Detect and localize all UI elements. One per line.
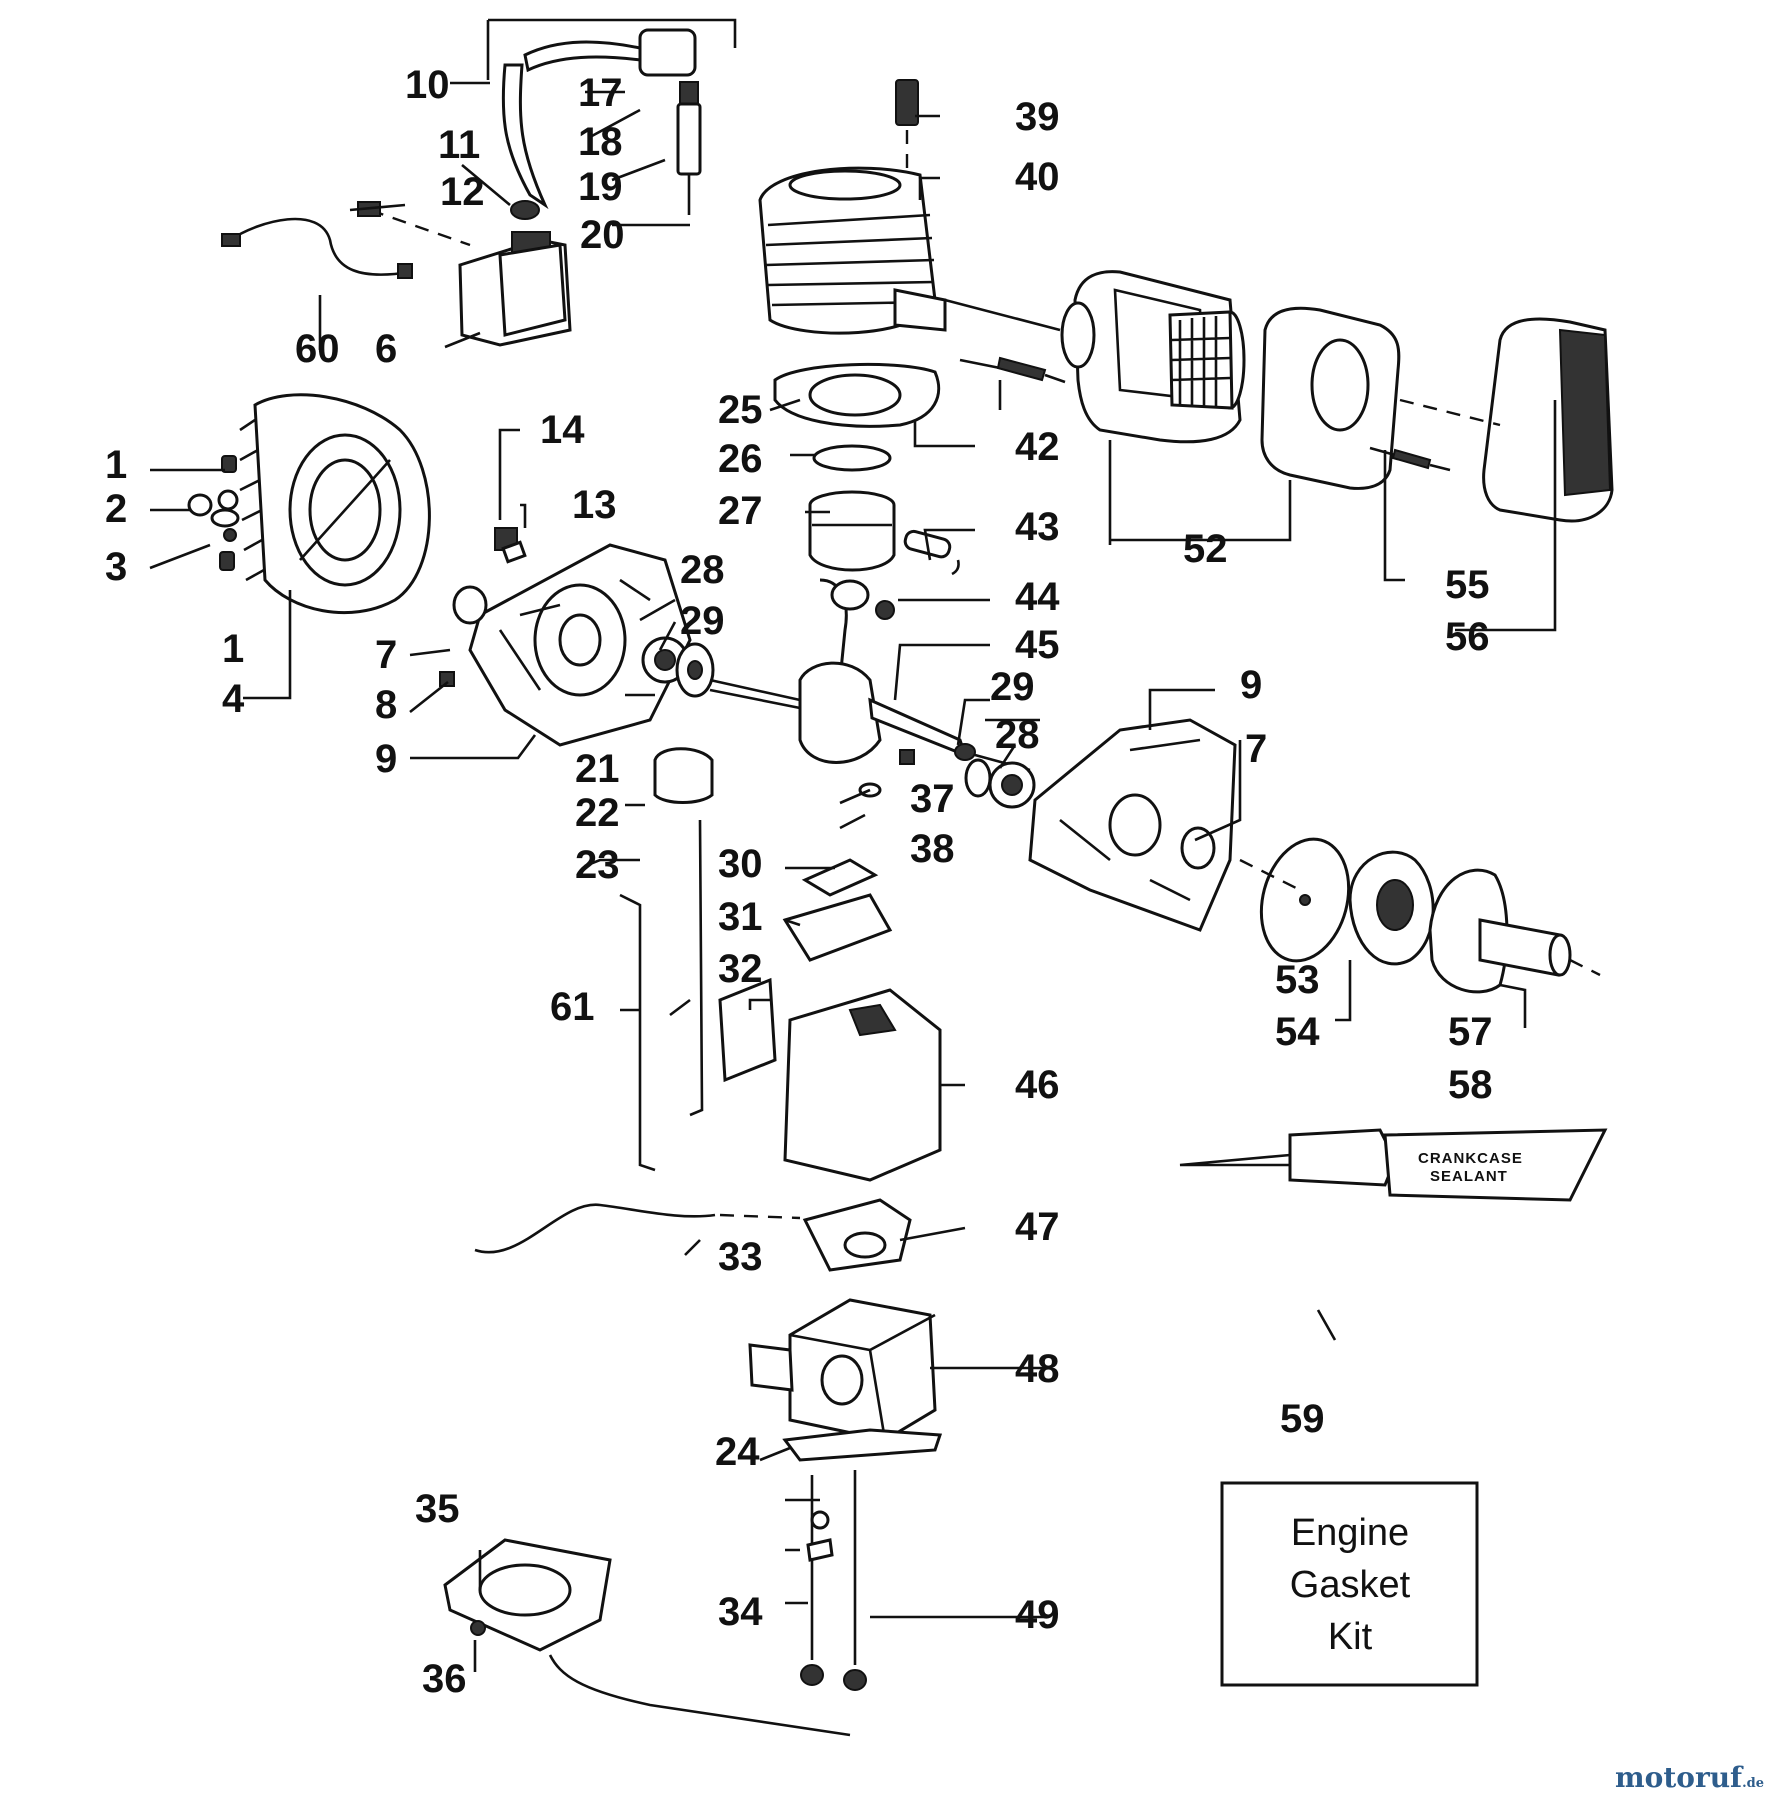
label-54: 54	[1275, 1010, 1320, 1054]
label-33: 33	[718, 1235, 763, 1279]
small-fasteners-left	[187, 455, 240, 571]
label-25: 25	[718, 388, 763, 432]
crankshaft	[709, 578, 1031, 772]
label-19: 19	[578, 165, 623, 209]
label-30: 30	[718, 842, 763, 886]
kit-label-line1: Engine	[1291, 1512, 1409, 1554]
tube-label-line2: SEALANT	[1430, 1168, 1508, 1185]
label-17: 17	[578, 71, 623, 115]
label-48: 48	[1015, 1347, 1060, 1391]
label-61: 61	[550, 985, 595, 1029]
bearings-left	[641, 636, 715, 698]
springs	[959, 356, 1451, 472]
label-45: 45	[1015, 623, 1060, 667]
carburetor	[748, 1298, 943, 1691]
cylinder	[758, 79, 1061, 335]
label-24: 24	[715, 1430, 760, 1474]
label-40: 40	[1015, 155, 1060, 199]
label-49: 49	[1015, 1593, 1060, 1637]
label-21: 21	[575, 747, 620, 791]
label-53: 53	[1275, 958, 1320, 1002]
kit-label-line3: Kit	[1328, 1616, 1373, 1658]
label-42: 42	[1015, 425, 1060, 469]
label-6: 6	[375, 327, 397, 371]
label-31: 31	[718, 895, 763, 939]
watermark-tld: .de	[1742, 1776, 1764, 1791]
part-number-labels: 1 2 3 1 4 6 7 8 9 9 7 10 11 12 13 14 17 …	[105, 63, 1493, 1701]
label-26: 26	[718, 437, 763, 481]
label-47: 47	[1015, 1205, 1060, 1249]
label-10: 10	[405, 63, 450, 107]
left-crankcase	[439, 527, 692, 747]
label-23: 23	[575, 843, 620, 887]
label-9-right: 9	[1240, 663, 1262, 707]
label-29-left: 29	[680, 599, 725, 643]
label-59: 59	[1280, 1397, 1325, 1441]
label-12: 12	[440, 170, 485, 214]
label-58: 58	[1448, 1063, 1493, 1107]
bearings-right	[964, 758, 1036, 809]
crankcase-sealant-tube: CRANKCASE SEALANT	[1179, 1128, 1608, 1202]
label-3: 3	[105, 545, 127, 589]
watermark-logo: motoruf.de	[1615, 1761, 1764, 1794]
leader-lines	[149, 81, 1557, 1672]
label-32: 32	[718, 947, 763, 991]
label-44: 44	[1015, 575, 1060, 619]
filter-cover	[1260, 306, 1401, 490]
carburetor-gasket	[443, 1538, 851, 1737]
label-28-left: 28	[680, 548, 725, 592]
label-27: 27	[718, 489, 763, 533]
muffler-assembly	[1060, 270, 1246, 444]
label-29-right: 29	[990, 665, 1035, 709]
label-36: 36	[422, 1657, 467, 1701]
watermark-brand: motoruf	[1615, 1761, 1743, 1794]
label-28-right: 28	[995, 713, 1040, 757]
label-18: 18	[578, 120, 623, 164]
label-56: 56	[1445, 615, 1490, 659]
label-57: 57	[1448, 1010, 1493, 1054]
label-1-bottom: 1	[222, 627, 244, 671]
label-46: 46	[1015, 1063, 1060, 1107]
label-37: 37	[910, 777, 955, 821]
kit-label-line2: Gasket	[1290, 1564, 1411, 1606]
engine-gasket-kit-box: Engine Gasket Kit	[1220, 1481, 1479, 1687]
label-52: 52	[1183, 527, 1228, 571]
ignition-lead-assembly	[486, 18, 737, 220]
label-13: 13	[572, 483, 617, 527]
outer-cover	[1399, 317, 1614, 523]
label-35: 35	[415, 1487, 460, 1531]
right-crankcase	[1028, 718, 1237, 932]
label-55: 55	[1445, 563, 1490, 607]
intake-parts	[474, 747, 942, 1272]
piston-assembly	[808, 444, 960, 576]
label-60: 60	[295, 327, 340, 371]
label-34: 34	[718, 1590, 763, 1634]
label-4: 4	[222, 677, 245, 721]
cylinder-gasket	[773, 362, 941, 428]
label-39: 39	[1015, 95, 1060, 139]
label-7-left: 7	[375, 633, 397, 677]
label-43: 43	[1015, 505, 1060, 549]
label-1-top: 1	[105, 443, 127, 487]
clutch-assembly	[1239, 837, 1601, 994]
label-14: 14	[540, 408, 585, 452]
flywheel	[217, 393, 431, 615]
ignition-module	[221, 201, 572, 347]
label-2: 2	[105, 487, 127, 531]
tube-label-line1: CRANKCASE	[1418, 1150, 1523, 1167]
label-9-left: 9	[375, 737, 397, 781]
label-8: 8	[375, 683, 397, 727]
label-7-right: 7	[1245, 727, 1267, 771]
label-11: 11	[438, 123, 480, 167]
label-20: 20	[580, 213, 625, 257]
label-38: 38	[910, 827, 955, 871]
label-22: 22	[575, 791, 620, 835]
